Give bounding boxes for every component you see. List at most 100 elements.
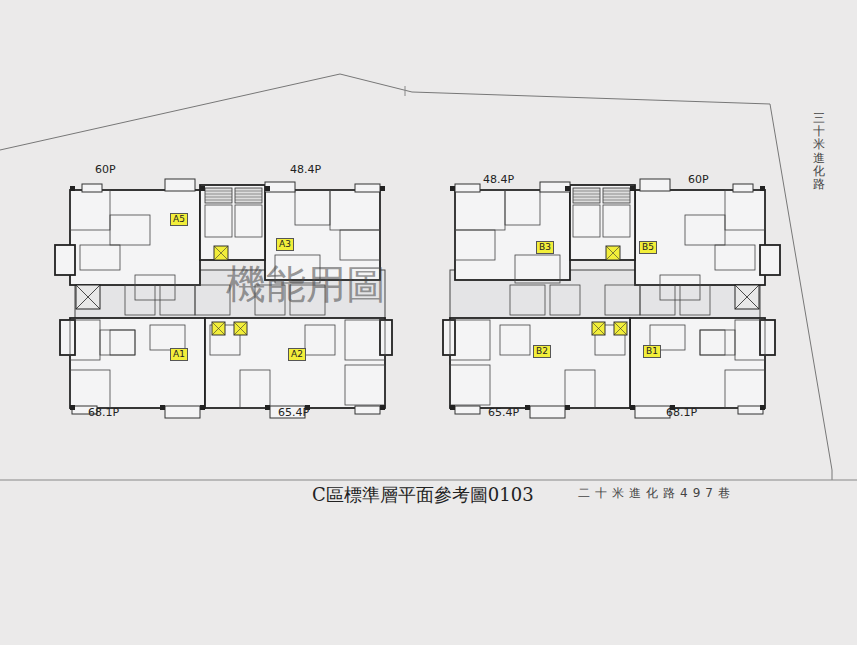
balcony-rect <box>82 184 102 192</box>
room-wall-rect <box>573 205 600 237</box>
unit-tag: B3 <box>536 241 554 254</box>
balcony-rect <box>355 406 380 414</box>
room-wall-rect <box>565 370 595 408</box>
unit-code: A5 <box>173 215 185 224</box>
unit-code: A3 <box>279 240 291 249</box>
shaft <box>735 285 759 309</box>
area-label: 60P <box>95 164 116 176</box>
balcony-rect <box>733 184 753 192</box>
balcony-rect <box>530 406 565 418</box>
stair <box>573 188 630 203</box>
area-label: 68.1P <box>88 407 119 419</box>
balcony-rect <box>165 179 195 191</box>
unit-tag: A2 <box>288 348 306 361</box>
stair-tread <box>205 200 232 201</box>
room-wall-rect <box>640 285 675 315</box>
room-wall-rect <box>715 245 755 270</box>
unit-outline-rect <box>70 190 200 285</box>
room-wall-rect <box>235 205 262 237</box>
room-wall <box>70 190 385 408</box>
column <box>160 405 165 410</box>
area-label: 65.4P <box>488 407 519 419</box>
room-wall-rect <box>725 370 765 408</box>
watermark: 機能用圖 <box>226 262 386 306</box>
stair-tread <box>573 194 600 195</box>
room-wall-rect <box>450 320 490 360</box>
room-wall-rect <box>295 190 330 225</box>
shaft-rect <box>735 285 759 309</box>
stair <box>205 188 262 203</box>
stair-tread <box>603 197 630 198</box>
column <box>630 186 635 191</box>
unit-code: B1 <box>646 347 658 356</box>
balcony-rect <box>355 184 380 192</box>
unit-outline-rect <box>450 318 630 408</box>
elevator-cross <box>592 322 605 335</box>
stair-rect <box>573 188 600 203</box>
room-wall-rect <box>205 205 232 237</box>
elevator-cross <box>212 322 225 335</box>
room-wall-rect <box>455 230 495 260</box>
column <box>265 186 270 191</box>
stair-tread <box>573 200 600 201</box>
balcony-rect <box>635 406 670 418</box>
stair-tread <box>205 191 232 192</box>
road-edge <box>0 480 857 481</box>
room-wall-rect <box>110 215 150 245</box>
site-boundary <box>0 74 832 480</box>
balcony-rect <box>738 406 763 414</box>
room-wall-rect <box>603 205 630 237</box>
room-wall-rect <box>725 190 765 230</box>
column <box>760 186 765 191</box>
stair-tread <box>235 197 262 198</box>
column <box>565 186 570 191</box>
elevator-cross <box>234 322 247 335</box>
stair-tread <box>603 194 630 195</box>
elevator-cross <box>214 246 228 260</box>
unit-outline-rect <box>570 185 635 260</box>
balcony-rect <box>640 179 670 191</box>
shaft-cross <box>76 285 100 309</box>
unit-outline-rect <box>455 190 570 280</box>
room-wall-rect <box>505 190 540 225</box>
unit-tag: B1 <box>643 345 661 358</box>
column <box>760 405 765 410</box>
shaft <box>76 285 100 309</box>
unit-outline-rect <box>200 185 265 260</box>
elevator <box>592 322 605 335</box>
unit-tag: B5 <box>639 241 657 254</box>
room-wall-rect <box>70 320 100 360</box>
room-wall-rect <box>305 325 335 355</box>
stair-rect <box>205 188 232 203</box>
stair-tread <box>573 197 600 198</box>
unit-tag: A3 <box>276 238 294 251</box>
unit-code: B5 <box>642 243 654 252</box>
elevator-cross <box>614 322 627 335</box>
unit-code: A2 <box>291 350 303 359</box>
area-label: 48.4P <box>290 164 321 176</box>
elevator <box>234 322 247 335</box>
room-wall-rect <box>110 330 135 355</box>
column <box>70 186 75 191</box>
unit-outline <box>443 185 780 408</box>
room-wall-rect <box>195 285 230 315</box>
room-wall-rect <box>340 230 380 260</box>
elevator-cross <box>606 246 620 260</box>
unit-code: A1 <box>173 350 185 359</box>
road-name: 三十米進化路 <box>813 112 825 191</box>
unit-outline-rect <box>55 245 75 275</box>
room-wall-rect <box>700 330 735 355</box>
stair-tread <box>205 194 232 195</box>
unit-tag: B2 <box>533 345 551 358</box>
column <box>630 405 635 410</box>
boundary-tick <box>405 86 406 96</box>
column <box>450 186 455 191</box>
unit-outline-rect <box>630 318 765 408</box>
column <box>525 405 530 410</box>
stair-tread <box>603 200 630 201</box>
area-label: 65.4P <box>278 407 309 419</box>
unit-outline-rect <box>760 320 775 355</box>
